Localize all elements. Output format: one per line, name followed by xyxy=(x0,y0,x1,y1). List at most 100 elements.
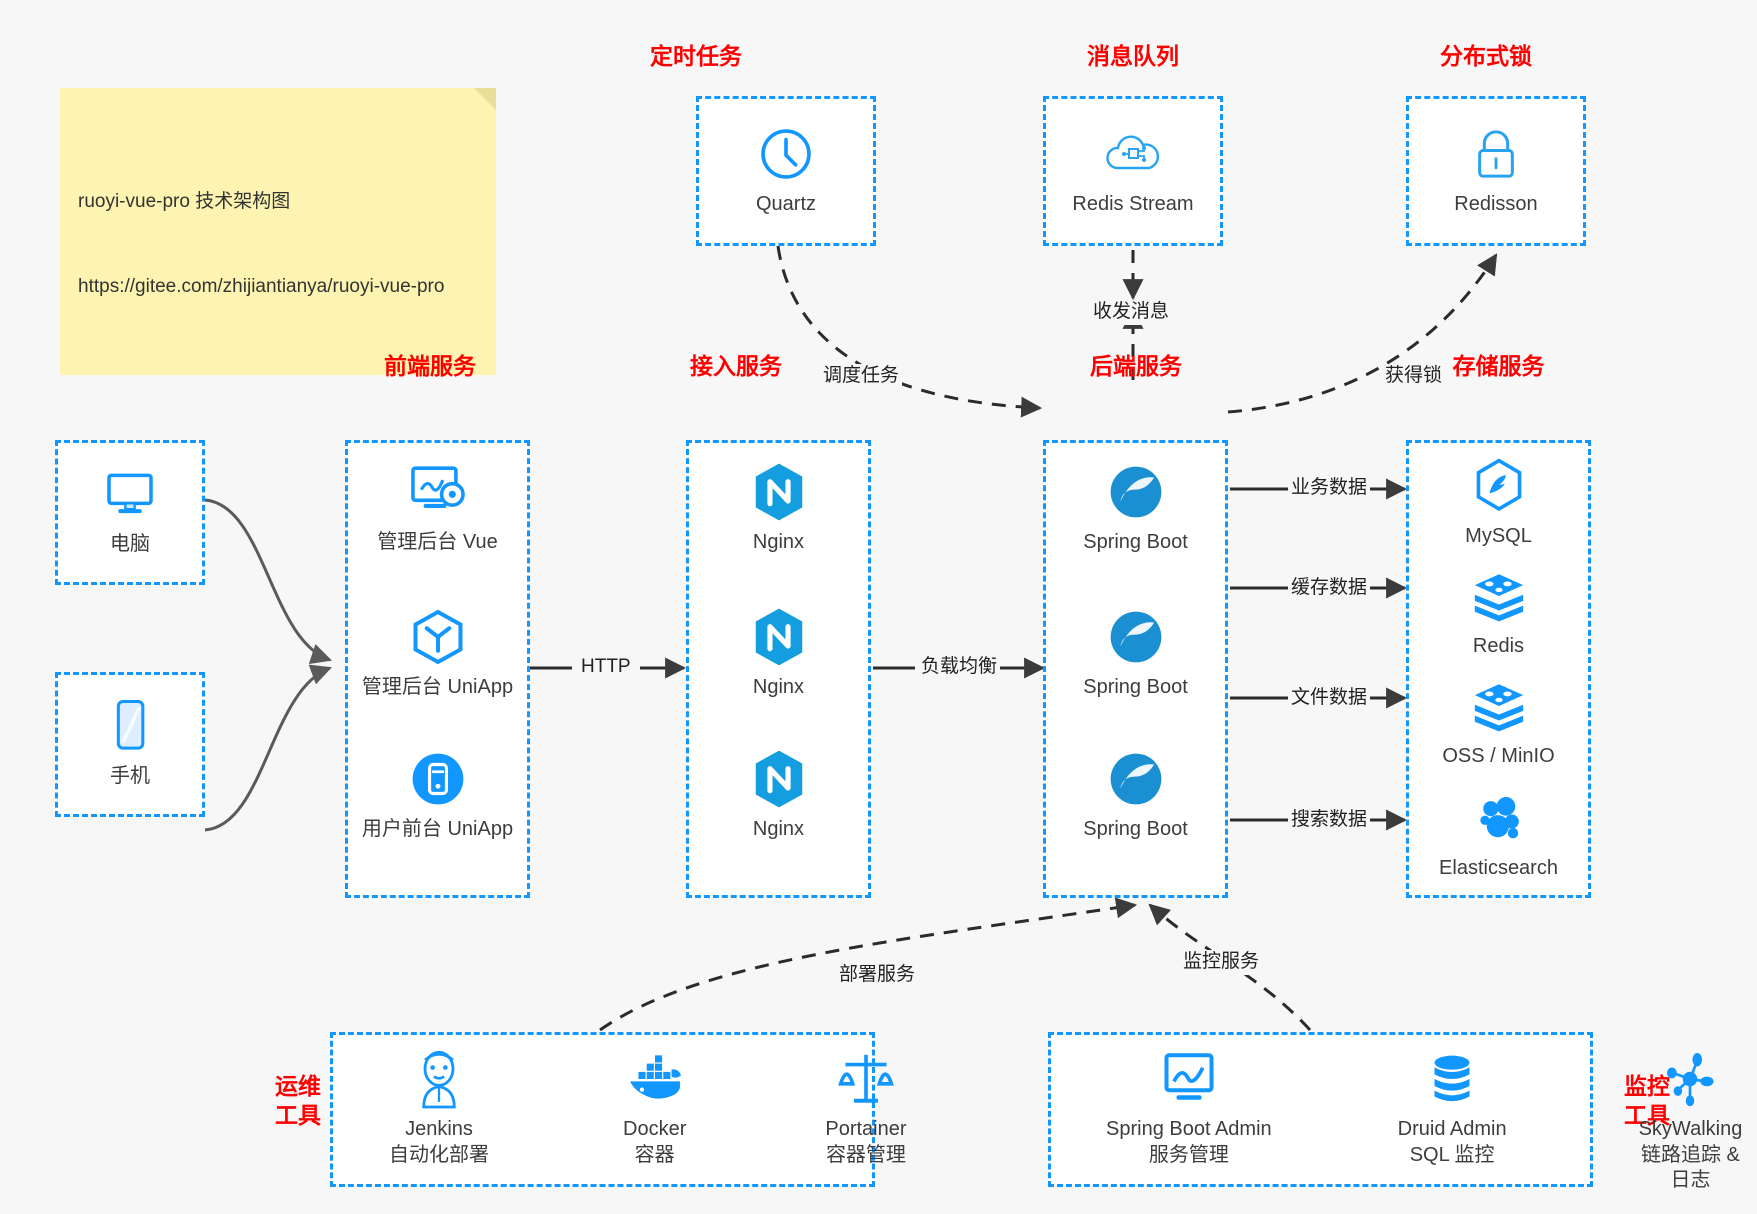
node-oss-minio[interactable]: OSS / MinIO xyxy=(1409,675,1588,770)
edge-label-cache-data: 缓存数据 xyxy=(1288,576,1371,601)
node-nginx-1[interactable]: Nginx xyxy=(689,461,868,556)
node-label: Nginx xyxy=(752,818,805,840)
node-label: MySQL xyxy=(1465,525,1532,547)
spring-icon xyxy=(1105,606,1167,668)
node-label: Spring Boot xyxy=(1083,531,1188,553)
nginx-icon xyxy=(748,606,810,668)
group-title-mq: 消息队列 xyxy=(1087,43,1179,69)
edge-label-deploy-service: 部署服务 xyxy=(836,963,919,988)
jenkins-icon xyxy=(408,1048,470,1110)
node-label: Jenkins xyxy=(405,1118,473,1140)
edge-label-search-data: 搜索数据 xyxy=(1288,808,1371,833)
group-box-backend: Spring Boot Spring Boot Spring Boot xyxy=(1043,440,1228,898)
spring-icon xyxy=(1105,461,1167,523)
node-docker[interactable]: Docker 容器 xyxy=(623,1048,686,1168)
node-spring-boot-3[interactable]: Spring Boot xyxy=(1046,748,1225,843)
node-portainer[interactable]: Portainer 容器管理 xyxy=(825,1048,907,1168)
node-skywalking[interactable]: SkyWalking 链路追踪 & 日志 xyxy=(1638,1048,1743,1194)
database-icon xyxy=(1421,1048,1483,1110)
group-box-device-computer: 电脑 xyxy=(55,440,205,585)
node-label: Redisson xyxy=(1454,193,1538,215)
edge-label-http: HTTP xyxy=(578,655,634,680)
edge-label-monitor-service: 监控服务 xyxy=(1180,950,1263,975)
node-label: 用户前台 UniApp xyxy=(361,818,514,840)
lock-icon xyxy=(1465,123,1527,185)
nginx-icon xyxy=(748,461,810,523)
node-label: Redis xyxy=(1472,635,1525,657)
edge-label-acquire-lock: 获得锁 xyxy=(1382,364,1446,389)
group-title-backend: 后端服务 xyxy=(1090,353,1182,379)
edge-label-business-data: 业务数据 xyxy=(1288,476,1371,501)
node-label: 管理后台 Vue xyxy=(377,531,498,553)
clock-icon xyxy=(755,123,817,185)
node-admin-vue[interactable]: 管理后台 Vue xyxy=(348,461,527,556)
nginx-icon xyxy=(748,748,810,810)
devops-tool-row: Jenkins 自动化部署 Docker 容器 xyxy=(345,1048,951,1168)
node-spring-boot-2[interactable]: Spring Boot xyxy=(1046,606,1225,701)
node-label: 管理后台 UniApp xyxy=(361,676,514,698)
node-label: OSS / MinIO xyxy=(1442,745,1555,767)
node-label: Portainer xyxy=(825,1118,907,1140)
node-label: SkyWalking xyxy=(1638,1118,1743,1140)
node-quartz[interactable]: Quartz xyxy=(699,123,873,218)
node-label: Druid Admin xyxy=(1397,1118,1507,1140)
node-label: Elasticsearch xyxy=(1439,857,1558,879)
group-title-lock: 分布式锁 xyxy=(1440,43,1532,69)
mobile-icon xyxy=(99,695,161,757)
node-label: Nginx xyxy=(752,676,805,698)
group-box-mq: Redis Stream xyxy=(1043,96,1223,246)
node-elasticsearch[interactable]: Elasticsearch xyxy=(1409,787,1588,882)
node-admin-uniapp[interactable]: 管理后台 UniApp xyxy=(348,606,527,701)
node-user-uniapp[interactable]: 用户前台 UniApp xyxy=(348,748,527,843)
cloud-network-icon xyxy=(1102,123,1164,185)
node-redisson[interactable]: Redisson xyxy=(1409,123,1583,218)
docker-icon xyxy=(624,1048,686,1110)
note-fold-icon xyxy=(474,88,496,110)
edge-label-load-balance: 负载均衡 xyxy=(918,655,1001,680)
monitor-chart-icon xyxy=(1158,1048,1220,1110)
node-nginx-3[interactable]: Nginx xyxy=(689,748,868,843)
note-line-title: ruoyi-vue-pro 技术架构图 xyxy=(78,190,291,212)
node-phone[interactable]: 手机 xyxy=(58,695,202,790)
node-label: Nginx xyxy=(752,531,805,553)
node-jenkins[interactable]: Jenkins 自动化部署 xyxy=(389,1048,489,1168)
group-title-monitor: 监控 工具 xyxy=(1624,1073,1670,1128)
node-sublabel: SQL 监控 xyxy=(1409,1143,1495,1166)
group-title-scheduler: 定时任务 xyxy=(650,43,742,69)
edge-label-file-data: 文件数据 xyxy=(1288,686,1371,711)
node-nginx-2[interactable]: Nginx xyxy=(689,606,868,701)
group-title-devops: 运维 工具 xyxy=(275,1073,321,1128)
node-computer[interactable]: 电脑 xyxy=(58,463,202,558)
elasticsearch-icon xyxy=(1468,787,1530,849)
monitor-tool-row: Spring Boot Admin 服务管理 Druid Admin SQL 监… xyxy=(1062,1048,1757,1194)
group-box-device-phone: 手机 xyxy=(55,672,205,817)
node-label: Docker xyxy=(623,1118,687,1140)
group-box-monitor xyxy=(1048,1032,1593,1187)
redis-icon xyxy=(1468,565,1530,627)
mysql-icon xyxy=(1468,455,1530,517)
redis-icon xyxy=(1468,675,1530,737)
node-label: Quartz xyxy=(755,193,817,215)
group-title-gateway: 接入服务 xyxy=(690,353,782,379)
node-mysql[interactable]: MySQL xyxy=(1409,455,1588,550)
scales-icon xyxy=(835,1048,897,1110)
node-druid-admin[interactable]: Druid Admin SQL 监控 xyxy=(1398,1048,1507,1168)
node-redis[interactable]: Redis xyxy=(1409,565,1588,660)
edge-label-schedule-task: 调度任务 xyxy=(820,364,903,389)
node-label: 电脑 xyxy=(110,533,150,555)
node-sublabel: 自动化部署 xyxy=(389,1143,489,1166)
node-redis-stream[interactable]: Redis Stream xyxy=(1046,123,1220,218)
group-box-storage: MySQL Redis xyxy=(1406,440,1591,898)
node-label: Redis Stream xyxy=(1072,193,1194,215)
dashboard-gear-icon xyxy=(407,461,469,523)
node-sublabel: 服务管理 xyxy=(1148,1143,1229,1166)
node-label: Spring Boot Admin xyxy=(1106,1118,1272,1140)
node-spring-boot-1[interactable]: Spring Boot xyxy=(1046,461,1225,556)
node-spring-boot-admin[interactable]: Spring Boot Admin 服务管理 xyxy=(1106,1048,1272,1168)
group-box-frontend: 管理后台 Vue 管理后台 UniApp 用户前台 UniApp xyxy=(345,440,530,898)
node-sublabel: 容器管理 xyxy=(825,1143,906,1166)
node-sublabel: 链路追踪 & 日志 xyxy=(1641,1143,1740,1192)
node-sublabel: 容器 xyxy=(634,1143,675,1166)
group-box-gateway: Nginx Nginx Nginx xyxy=(686,440,871,898)
